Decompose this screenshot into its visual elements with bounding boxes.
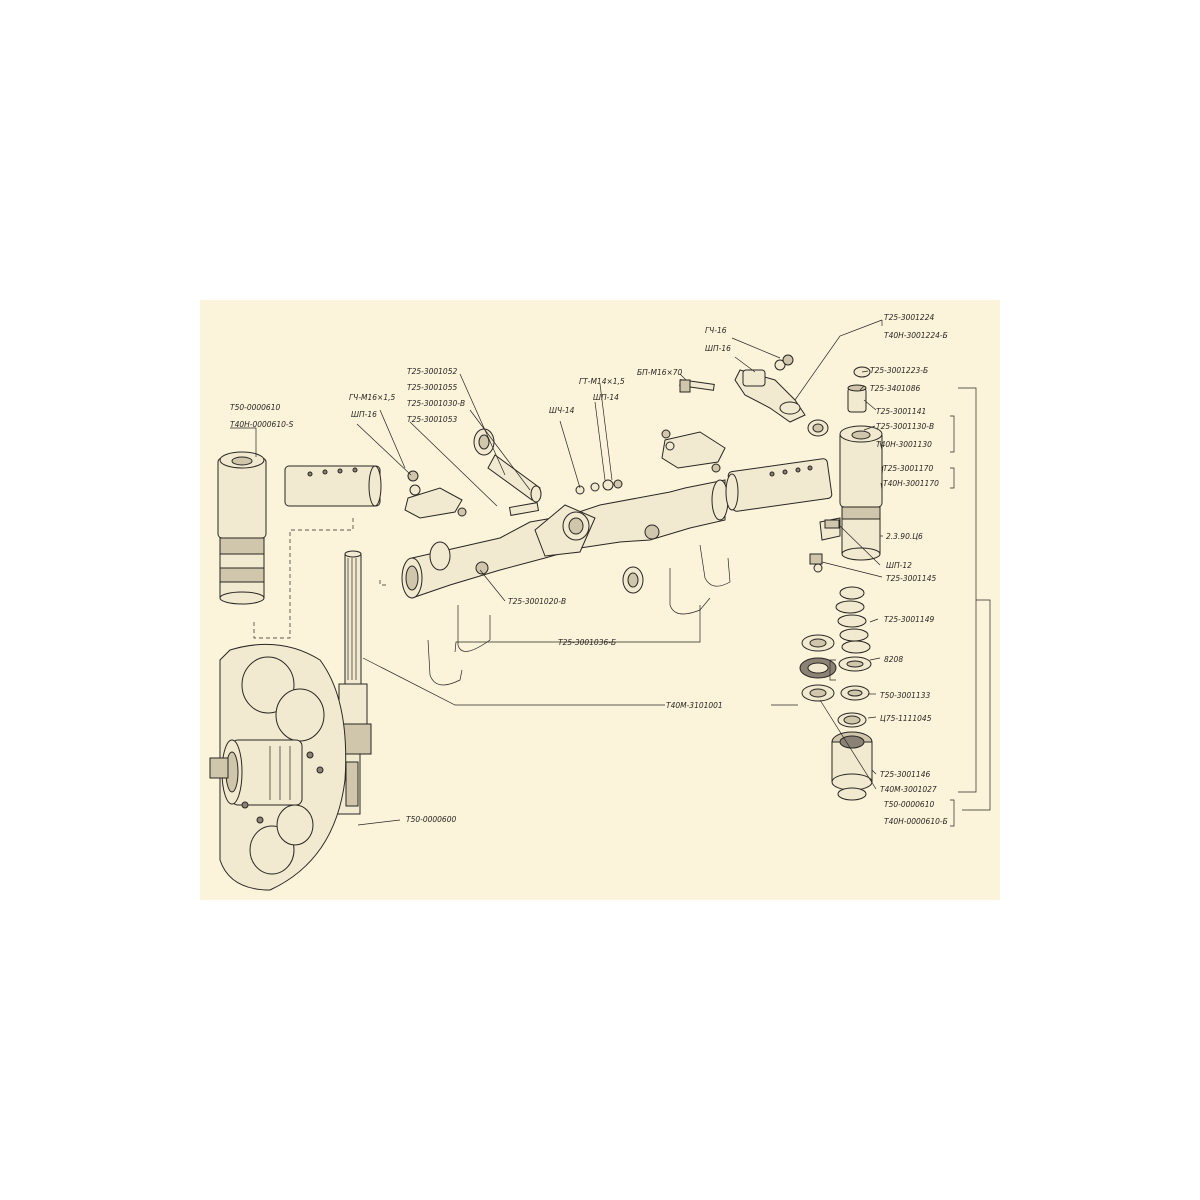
- label-t40n-3001224: Т40Н-3001224-Б: [884, 331, 948, 340]
- label-t25-3401086: Т25-3401086: [870, 384, 920, 393]
- label-t25-3001020: Т25-3001020-В: [508, 597, 566, 606]
- right-steering-knuckle: [819, 425, 883, 561]
- left-clamp-cap: [404, 470, 467, 519]
- axle-beam: [401, 479, 729, 599]
- right-clamp-cap: [661, 429, 726, 473]
- label-t25-3001170: Т25-3001170: [883, 464, 933, 473]
- label-t25-3001036: Т25-3001036-Б: [558, 638, 616, 647]
- label-8208: 8208: [884, 655, 903, 664]
- label-shp14: ШП-14: [593, 393, 619, 402]
- label-t25-3001030: Т25-3001030-В: [407, 399, 465, 408]
- label-bp-m16: БП-М16×70: [637, 368, 683, 377]
- label-t25-3001224: Т25-3001224: [884, 313, 934, 322]
- label-t40n-0000610-s: Т40Н-0000610-S: [230, 420, 294, 429]
- right-bolts: [809, 519, 840, 573]
- label-shp16-top: ШП-16: [705, 344, 731, 353]
- washers-nuts-center: [575, 479, 623, 495]
- label-t50-0000610-left: Т50-0000610: [230, 403, 280, 412]
- label-shp12: ШП-12: [886, 561, 912, 570]
- label-ts75-1111045: Ц75-1111045: [880, 714, 932, 723]
- label-t40n-3001170: Т40Н-3001170: [883, 479, 939, 488]
- exploded-assembly-diagram: Т50-0000610 Т40Н-0000610-S ГЧ-М16×1,5 ШП…: [209, 313, 991, 891]
- label-gt-m14: ГТ-М14×1,5: [579, 377, 625, 386]
- right-tie-rod-tube: [725, 458, 833, 512]
- label-brackets: [829, 387, 991, 827]
- label-t25-3001223: Т25-3001223-Б: [870, 366, 928, 375]
- label-t40n-0000610-b: Т40Н-0000610-Б: [884, 817, 948, 826]
- part-labels: Т50-0000610 Т40Н-0000610-S ГЧ-М16×1,5 ШП…: [230, 313, 948, 826]
- label-shch14: ШЧ-14: [549, 406, 575, 415]
- label-t25-3001145: Т25-3001145: [886, 574, 936, 583]
- label-t50-0000610-right: Т50-0000610: [884, 800, 934, 809]
- wheel-hub-disc: [209, 643, 347, 891]
- label-t25-3001130: Т25-3001130-В: [876, 422, 934, 431]
- label-t25-3001052: Т25-3001052: [407, 367, 457, 376]
- label-gch16: ГЧ-16: [705, 326, 727, 335]
- label-t40n-3001130: Т40Н-3001130: [876, 440, 932, 449]
- label-t25-3001146: Т25-3001146: [880, 770, 930, 779]
- label-t40m-3101001: Т40М-3101001: [666, 701, 723, 710]
- label-shp16-left: ШП-16: [351, 410, 377, 419]
- label-t50-0000600: Т50-0000600: [406, 815, 456, 824]
- label-t50-3001133: Т50-3001133: [880, 691, 930, 700]
- label-gch-m16: ГЧ-М16×1,5: [349, 393, 395, 402]
- label-t25-3001141: Т25-3001141: [876, 407, 926, 416]
- right-bearing-stack: [799, 366, 873, 801]
- label-t25-3001055: Т25-3001055: [407, 383, 457, 392]
- leader-lines: [230, 319, 884, 826]
- diagram-sheet: Т50-0000610 Т40Н-0000610-S ГЧ-М16×1,5 ШП…: [200, 300, 1000, 900]
- left-steering-knuckle: [217, 451, 382, 605]
- label-t25-3001053: Т25-3001053: [407, 415, 457, 424]
- label-t25-3001149: Т25-3001149: [884, 615, 934, 624]
- steering-arm-top: [679, 354, 829, 437]
- label-t40m-3001027: Т40М-3001027: [880, 785, 937, 794]
- label-bolt-2390: 2.3.90.Ц6: [886, 532, 923, 541]
